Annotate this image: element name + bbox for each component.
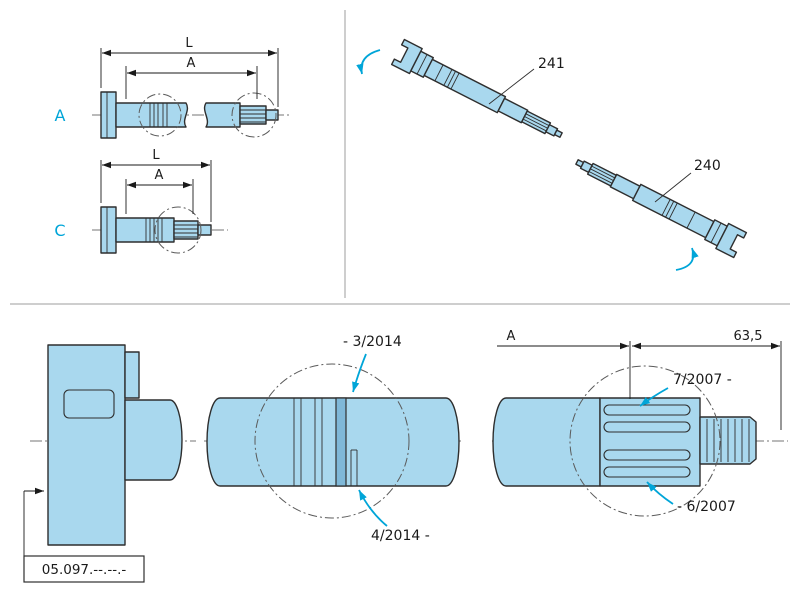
note-7-2007: 7/2007 - <box>673 372 732 388</box>
spline-lines <box>240 109 266 123</box>
view-c-label: C <box>54 221 65 240</box>
part-number-240: 240 <box>694 158 721 174</box>
groove-lines <box>145 218 163 242</box>
leader-241 <box>488 68 535 105</box>
groove-lines <box>149 103 168 127</box>
part-number-241: 241 <box>538 56 565 72</box>
dim-label-a: A <box>507 329 516 344</box>
spline-section <box>239 105 267 125</box>
shaft-tip <box>265 109 279 121</box>
shaft-body-right <box>203 102 241 128</box>
shaft-cylinder <box>206 397 460 487</box>
dimension-a: A <box>125 56 258 99</box>
detail-groove-view: - 3/2014 4/2014 - <box>204 334 462 544</box>
groove-lines <box>293 398 323 486</box>
note-3-2014: - 3/2014 <box>343 334 402 350</box>
note-arrow-top-icon <box>352 353 367 393</box>
note-arrow-bottom-icon <box>646 481 674 505</box>
spline-section <box>173 220 199 240</box>
shaft-end-flange <box>100 206 117 254</box>
rotation-arrow-icon <box>675 247 699 271</box>
shaft-end-flange <box>100 91 117 139</box>
dimension-l: L <box>100 36 279 107</box>
shaft-body-left <box>115 102 189 128</box>
note-6-2007: - 6/2007 <box>677 499 736 515</box>
shaft-241-body <box>390 38 563 139</box>
tip-end <box>553 129 563 139</box>
thread-lines <box>706 419 750 462</box>
flange-plate <box>47 344 126 546</box>
shaft-body <box>115 217 175 243</box>
bottom-slot <box>350 449 358 486</box>
detail-circle-spline <box>231 92 277 138</box>
note-arrow-top-icon <box>639 387 669 407</box>
dim-label-a: A <box>155 168 164 183</box>
detail-flange-view: 05.097.--.--.- <box>23 344 196 583</box>
yoke-end <box>715 222 748 259</box>
part-ref-code: 05.097.--.--.- <box>42 562 127 578</box>
view-c-drawing: L A C <box>54 148 228 254</box>
detail-circle <box>254 363 410 519</box>
dim-label-l: L <box>152 148 160 163</box>
detail-circle-grooves <box>138 93 182 137</box>
detail-spline-view: A 63,5 7/2007 - - 6/2007 <box>492 329 788 517</box>
shaft-tube <box>423 58 507 114</box>
detail-circle <box>569 365 721 517</box>
note-4-2014: 4/2014 - <box>371 528 430 544</box>
dimension-l: L <box>100 148 212 222</box>
spline-section <box>599 397 701 487</box>
panel-dividers <box>10 10 790 305</box>
part-ref-box <box>23 555 145 583</box>
dimension-a: A <box>125 168 194 214</box>
note-arrow-bottom-icon <box>358 489 388 527</box>
leader-240 <box>654 172 692 203</box>
shaft-tip <box>197 224 212 236</box>
rotation-arrow-icon <box>356 49 381 75</box>
iso-shaft-240: 240 <box>575 158 748 271</box>
dimension-63-5: 63,5 <box>629 329 782 430</box>
shaft-240-body <box>575 159 748 259</box>
dim-label-a: A <box>187 56 196 71</box>
detail-circle-spline <box>154 206 202 254</box>
inspection-window <box>63 389 115 419</box>
view-a-drawing: L A A <box>55 36 290 139</box>
ref-leader <box>23 487 44 556</box>
iso-shaft-241: 241 <box>356 38 565 139</box>
shaft-cylinder <box>492 397 601 487</box>
seal-ring <box>335 397 347 487</box>
tube-section <box>124 399 183 481</box>
flange-step <box>124 351 140 399</box>
view-a-label: A <box>55 106 66 125</box>
spline-lines <box>174 224 198 238</box>
dimension-a-right: A <box>497 329 629 350</box>
dim-label-63-5: 63,5 <box>734 329 763 344</box>
dim-label-l: L <box>185 36 193 51</box>
